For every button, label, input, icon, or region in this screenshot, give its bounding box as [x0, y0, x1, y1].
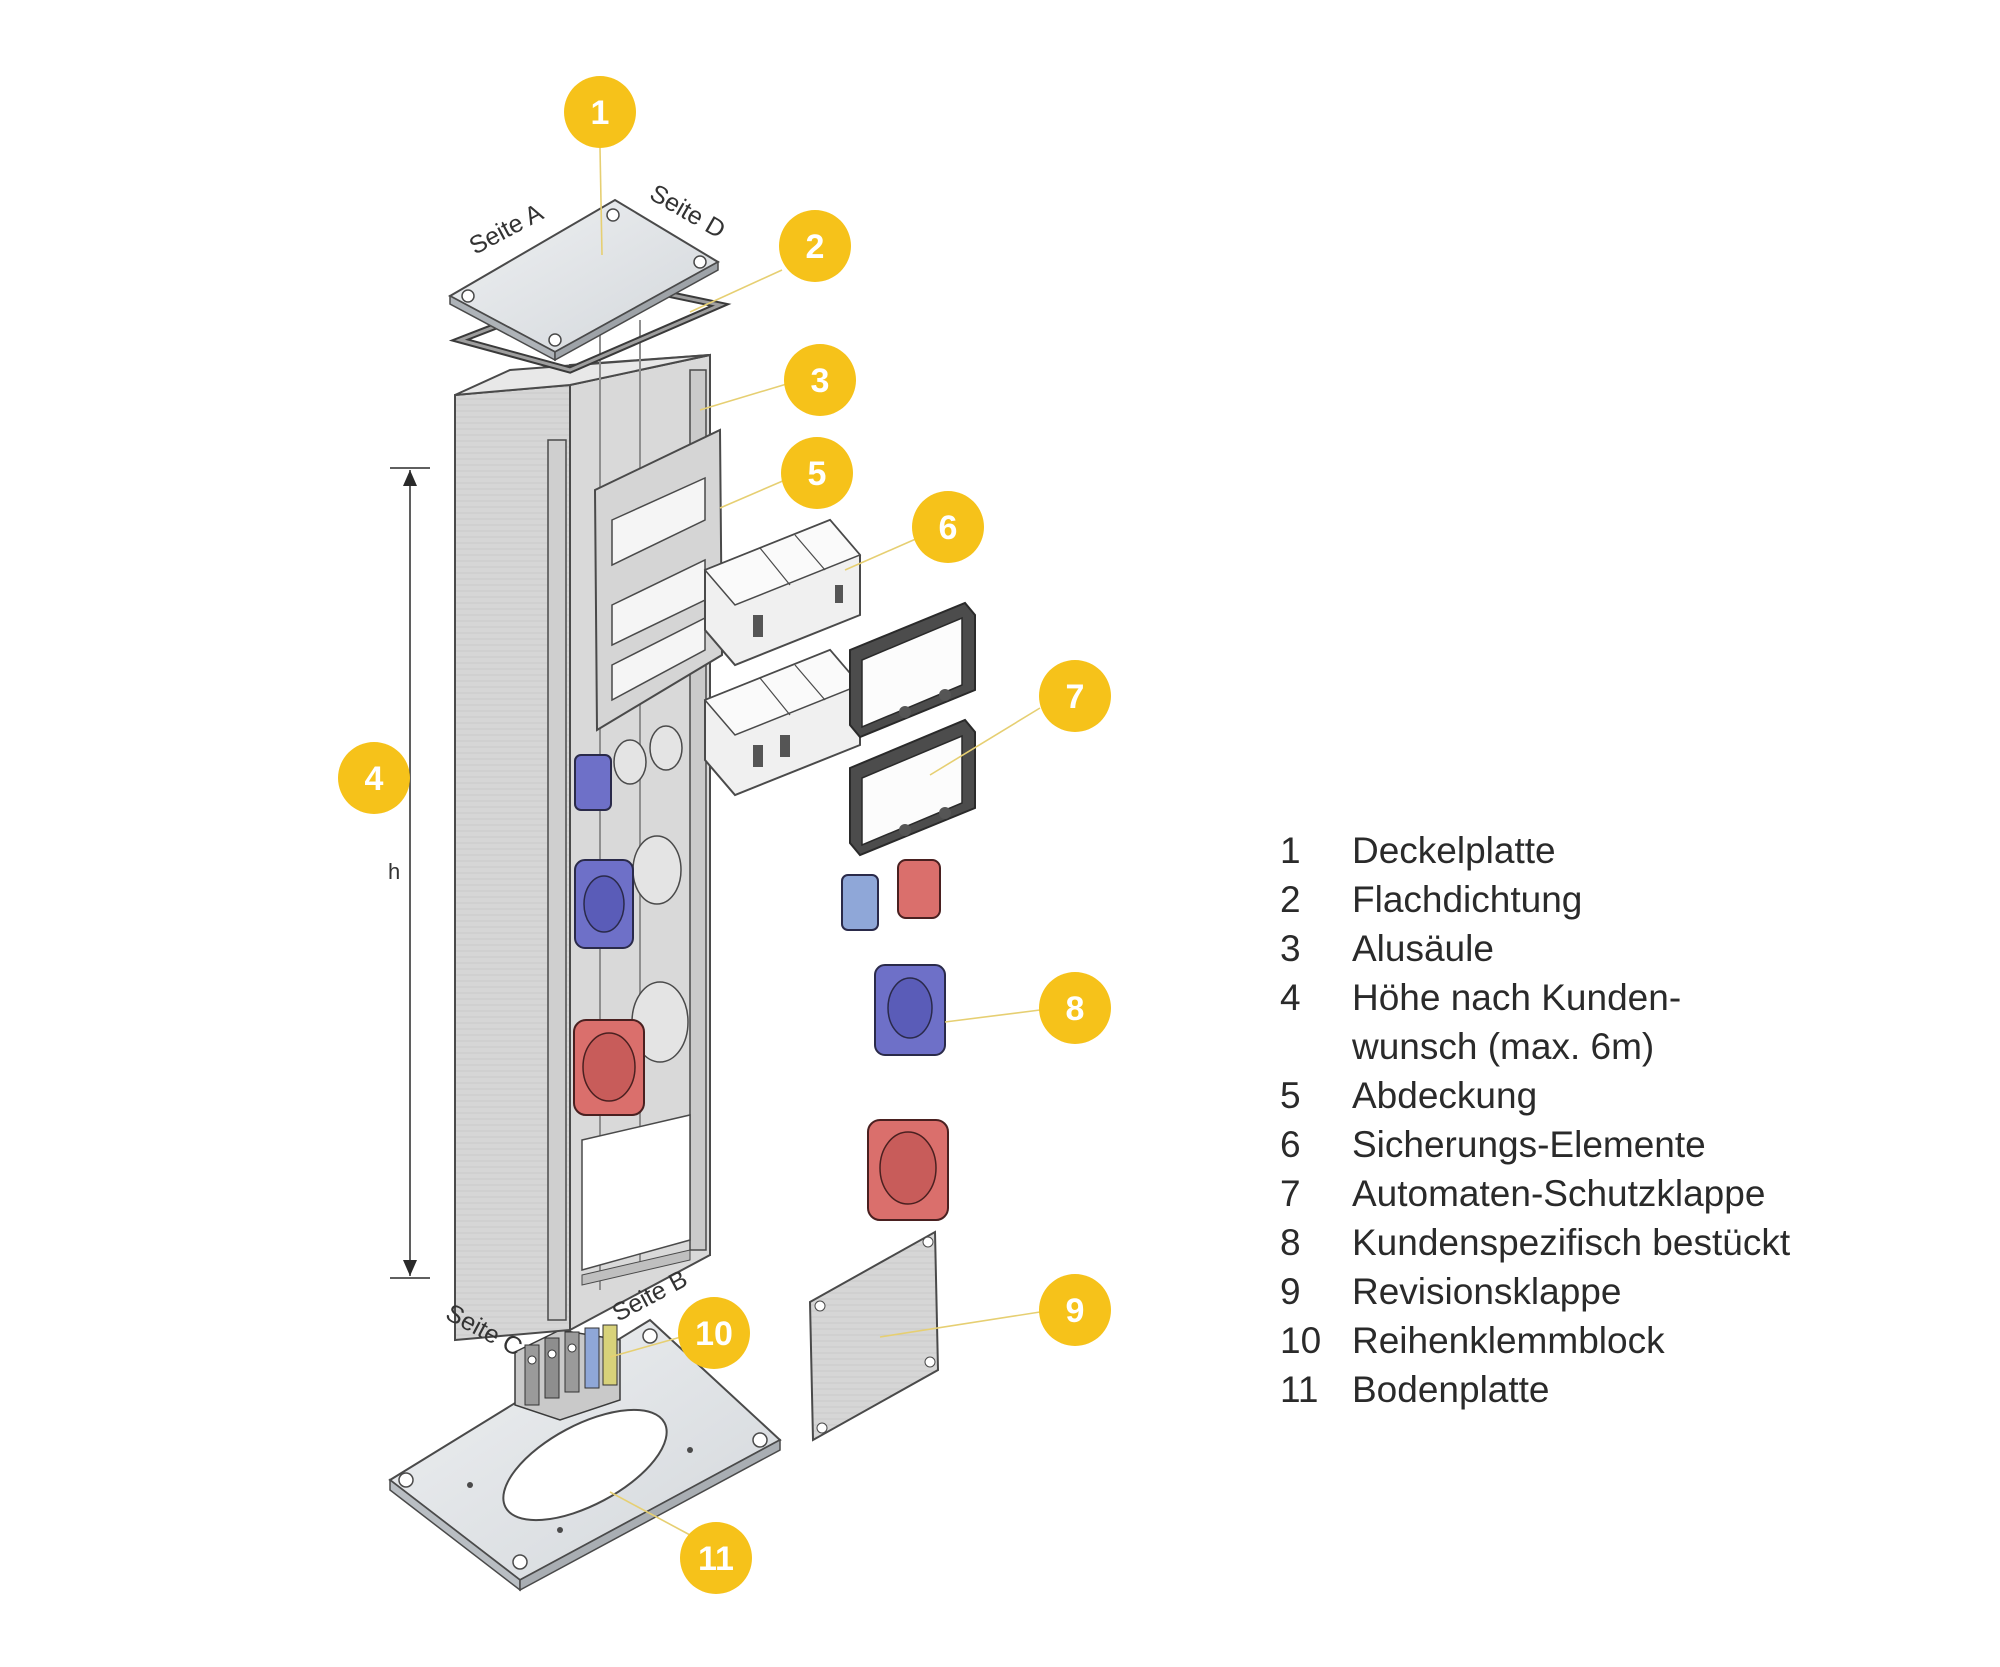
legend-label: Kundenspezifisch bestückt: [1352, 1222, 1791, 1263]
legend-number: 10: [1280, 1320, 1322, 1361]
callout-6: 6: [912, 491, 984, 563]
legend-number: 1: [1280, 830, 1301, 871]
callout-10: 10: [678, 1297, 750, 1369]
callout-7: 7: [1039, 660, 1111, 732]
legend-number: 3: [1280, 928, 1301, 969]
height-dimension: h: [388, 467, 430, 1279]
svg-text:4: 4: [365, 760, 384, 798]
inspection-flap: [808, 1230, 940, 1442]
legend-label: Deckelplatte: [1352, 830, 1556, 871]
cover-panel: [593, 428, 724, 732]
legend-label: Flachdichtung: [1352, 879, 1583, 920]
base-plate: [388, 1318, 782, 1592]
leader-lines: [599, 147, 1041, 1536]
fuse-elements: [703, 518, 862, 797]
legend-number: 4: [1280, 977, 1301, 1018]
legend-label-line: wunsch (max. 6m): [1352, 1026, 1655, 1067]
legend-item: 4 Höhe nach Kunden- wunsch (max. 6m): [1280, 973, 1920, 1071]
custom-sockets: [841, 859, 949, 1221]
legend-item: 5 Abdeckung: [1280, 1071, 1920, 1120]
legend-label: Alusäule: [1352, 928, 1494, 969]
column-sockets: [573, 754, 645, 1116]
legend-label: Bodenplatte: [1352, 1369, 1550, 1410]
legend-number: 11: [1280, 1369, 1319, 1410]
legend-number: 5: [1280, 1075, 1301, 1116]
legend-item: 3 Alusäule: [1280, 924, 1920, 973]
legend-label: Reihenklemmblock: [1352, 1320, 1665, 1361]
legend-number: 9: [1280, 1271, 1301, 1312]
svg-text:6: 6: [939, 509, 958, 547]
legend-label-line: Höhe nach Kunden-: [1352, 977, 1682, 1018]
svg-text:3: 3: [811, 362, 830, 400]
legend-item: 10 Reihenklemmblock: [1280, 1316, 1920, 1365]
legend-item: 11 Bodenplatte: [1280, 1365, 1920, 1414]
height-label: h: [388, 859, 400, 884]
legend-item: 8 Kundenspezifisch bestückt: [1280, 1218, 1920, 1267]
legend-item: 2 Flachdichtung: [1280, 875, 1920, 924]
legend-number: 8: [1280, 1222, 1301, 1263]
legend-item: 9 Revisionsklappe: [1280, 1267, 1920, 1316]
legend-label: Abdeckung: [1352, 1075, 1538, 1116]
callout-4: 4: [338, 742, 410, 814]
legend-item: 6 Sicherungs-Elemente: [1280, 1120, 1920, 1169]
callout-11: 11: [680, 1522, 752, 1594]
legend-label: Automaten-Schutzklappe: [1352, 1173, 1766, 1214]
lid-plate: [447, 198, 721, 362]
svg-text:9: 9: [1066, 1292, 1085, 1330]
legend-number: 6: [1280, 1124, 1301, 1165]
callout-5: 5: [781, 437, 853, 509]
callout-8: 8: [1039, 972, 1111, 1044]
legend-number: 7: [1280, 1173, 1301, 1214]
callout-2: 2: [779, 210, 851, 282]
callout-3: 3: [784, 344, 856, 416]
terminal-block: [514, 1324, 621, 1421]
svg-text:10: 10: [695, 1315, 733, 1353]
parts-legend: 1 Deckelplatte 2 Flachdichtung 3 Alusäul…: [1280, 826, 1920, 1414]
legend-label: Sicherungs-Elemente: [1352, 1124, 1706, 1165]
callout-9: 9: [1039, 1274, 1111, 1346]
callout-1: 1: [564, 76, 636, 148]
legend-label: Revisionsklappe: [1352, 1271, 1622, 1312]
legend-number: 2: [1280, 879, 1301, 920]
svg-text:11: 11: [698, 1540, 734, 1578]
legend-label: Höhe nach Kunden- wunsch (max. 6m): [1352, 973, 1920, 1071]
protective-flaps: [849, 601, 976, 857]
svg-text:8: 8: [1066, 990, 1085, 1028]
legend-item: 7 Automaten-Schutzklappe: [1280, 1169, 1920, 1218]
svg-text:1: 1: [591, 94, 610, 132]
svg-text:7: 7: [1066, 678, 1085, 716]
svg-text:5: 5: [808, 455, 827, 493]
svg-text:2: 2: [806, 228, 825, 266]
legend-item: 1 Deckelplatte: [1280, 826, 1920, 875]
